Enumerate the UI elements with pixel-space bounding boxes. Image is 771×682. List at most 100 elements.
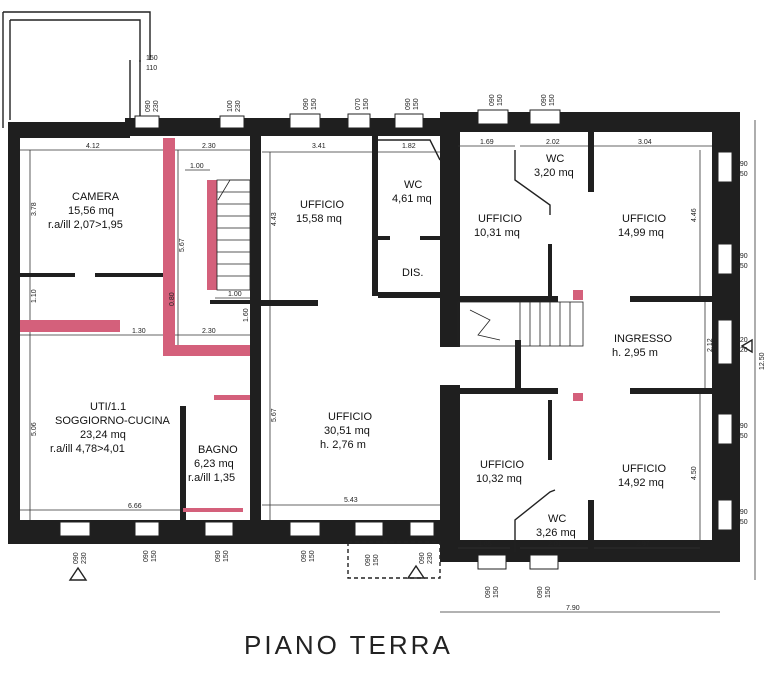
- room-soggiorno-area: 23,24 mq: [80, 429, 126, 441]
- plan-title: PIANO TERRA: [244, 630, 453, 660]
- dim-1-10: 1.10: [31, 289, 38, 303]
- dim-1-69: 1.69: [480, 139, 494, 146]
- room-ufficio-br1-area: 10,32 mq: [476, 473, 522, 485]
- room-ufficio-tr2-name: UFFICIO: [622, 213, 666, 225]
- win-b7-b: 230: [427, 552, 434, 564]
- win-top6-a: 090: [489, 94, 496, 106]
- room-wc-br-name: WC: [548, 513, 566, 525]
- entry-triangle-center: [406, 564, 426, 579]
- dim-5-67-center: 5.67: [271, 408, 278, 422]
- room-ufficio-big-height: h. 2,76 m: [320, 439, 366, 451]
- room-camera-name: CAMERA: [72, 191, 120, 203]
- win-b8-a: 090: [537, 586, 544, 598]
- dim-2-12: 2.12: [707, 338, 714, 352]
- win-top3-b: 150: [311, 98, 318, 110]
- room-wc-tr-name: WC: [546, 153, 564, 165]
- room-soggiorno-ratio: r.a/ill 4,78>4,01: [50, 443, 125, 455]
- dim-3-04: 3.04: [638, 139, 652, 146]
- win-top1-a: 090: [145, 100, 152, 112]
- interior-walls: [20, 132, 715, 552]
- win-b5-b: 150: [373, 554, 380, 566]
- win-b3-a: 090: [215, 550, 222, 562]
- room-ufficio-br2-area: 14,92 mq: [618, 477, 664, 489]
- dim-1-60: 1.60: [243, 308, 250, 322]
- dim-2-97: 2.97: [636, 541, 650, 548]
- room-ufficio-big-name: UFFICIO: [328, 411, 372, 423]
- dim-1-82: 1.82: [402, 143, 416, 150]
- windows: [59, 109, 733, 570]
- win-top1-b: 230: [153, 100, 160, 112]
- dim-7-90: 7.90: [566, 605, 580, 612]
- dim-4-50: 4.50: [691, 466, 698, 480]
- win-r4-a: 090: [736, 423, 748, 430]
- room-camera-area: 15,56 mq: [68, 205, 114, 217]
- dim-5-43: 5.43: [344, 497, 358, 504]
- win-r5-b: 150: [736, 519, 748, 526]
- win-top2-b: 230: [235, 100, 242, 112]
- dim-12-50: 12.50: [759, 352, 766, 370]
- dim-4-46: 4.46: [691, 208, 698, 222]
- win-top4-a: 070: [355, 98, 362, 110]
- win-b6-a: 090: [485, 586, 492, 598]
- dim-3-41: 3.41: [312, 143, 326, 150]
- dim-6-66: 6.66: [128, 503, 142, 510]
- wc-partitions: [378, 139, 556, 552]
- win-b2-a: 090: [143, 550, 150, 562]
- entry-markers: [68, 338, 753, 581]
- dim-1-00-stair: 1.00: [228, 291, 242, 298]
- win-r3-a: 120: [736, 337, 748, 344]
- dim-1-65: 1.65: [478, 541, 492, 548]
- win-b7-a: 090: [419, 552, 426, 564]
- dim-1-30: 1.30: [132, 328, 146, 335]
- win-top6-b: 150: [497, 94, 504, 106]
- dim-1-00-top: 1.00: [190, 163, 204, 170]
- room-ufficio-tr1-area: 10,31 mq: [474, 227, 520, 239]
- room-camera-ratio: r.a/ill 2,07>1,95: [48, 219, 123, 231]
- dim-2-01: 2.01: [548, 541, 562, 548]
- stairs-center: [457, 301, 584, 347]
- entry-triangle-right: [740, 338, 753, 354]
- room-soggiorno-name2: SOGGIORNO-CUCINA: [55, 415, 171, 427]
- room-ingresso-name: INGRESSO: [614, 333, 673, 345]
- dim-5-67-left: 5.67: [179, 238, 186, 252]
- win-b1-b: 230: [81, 552, 88, 564]
- dim-2-30-mid: 2.30: [202, 328, 216, 335]
- win-b6-b: 150: [493, 586, 500, 598]
- entrance-step: [347, 541, 441, 579]
- stairs-left: [216, 179, 251, 291]
- room-bagno-ratio: r.a/ill 1,35: [188, 472, 235, 484]
- dim-4-43: 4.43: [271, 212, 278, 226]
- room-wc-tr-area: 3,20 mq: [534, 167, 574, 179]
- win-r5-a: 090: [736, 509, 748, 516]
- win-top5-b: 150: [413, 98, 420, 110]
- win-top-left-b: 110: [146, 65, 157, 72]
- win-r3-b: 220: [736, 347, 748, 354]
- win-r1-b: 150: [736, 171, 748, 178]
- win-b1-a: 090: [73, 552, 80, 564]
- dim-0-80: 0.80: [169, 292, 176, 306]
- win-b4-b: 150: [309, 550, 316, 562]
- win-r2-b: 150: [736, 263, 748, 270]
- room-dis-name: DIS.: [402, 267, 423, 279]
- win-r4-b: 150: [736, 433, 748, 440]
- entry-triangle-left: [68, 566, 88, 581]
- balcony-outline: [2, 11, 151, 128]
- dim-2-02: 2.02: [546, 139, 560, 146]
- room-ufficio-br2-name: UFFICIO: [622, 463, 666, 475]
- room-ingresso-height: h. 2,95 m: [612, 347, 658, 359]
- room-bagno-area: 6,23 mq: [194, 458, 234, 470]
- room-ufficio-br1-name: UFFICIO: [480, 459, 524, 471]
- win-top3-a: 090: [303, 98, 310, 110]
- win-b2-b: 150: [151, 550, 158, 562]
- win-top4-b: 150: [363, 98, 370, 110]
- win-r2-a: 090: [736, 253, 748, 260]
- win-b3-b: 150: [223, 550, 230, 562]
- room-ufficio-tr2-area: 14,99 mq: [618, 227, 664, 239]
- win-b8-b: 150: [545, 586, 552, 598]
- room-bagno-name: BAGNO: [198, 444, 238, 456]
- dim-3-78: 3.78: [31, 202, 38, 216]
- win-top7-b: 150: [549, 94, 556, 106]
- room-ufficio-big-area: 30,51 mq: [324, 425, 370, 437]
- win-top-left-a: 150: [146, 55, 158, 62]
